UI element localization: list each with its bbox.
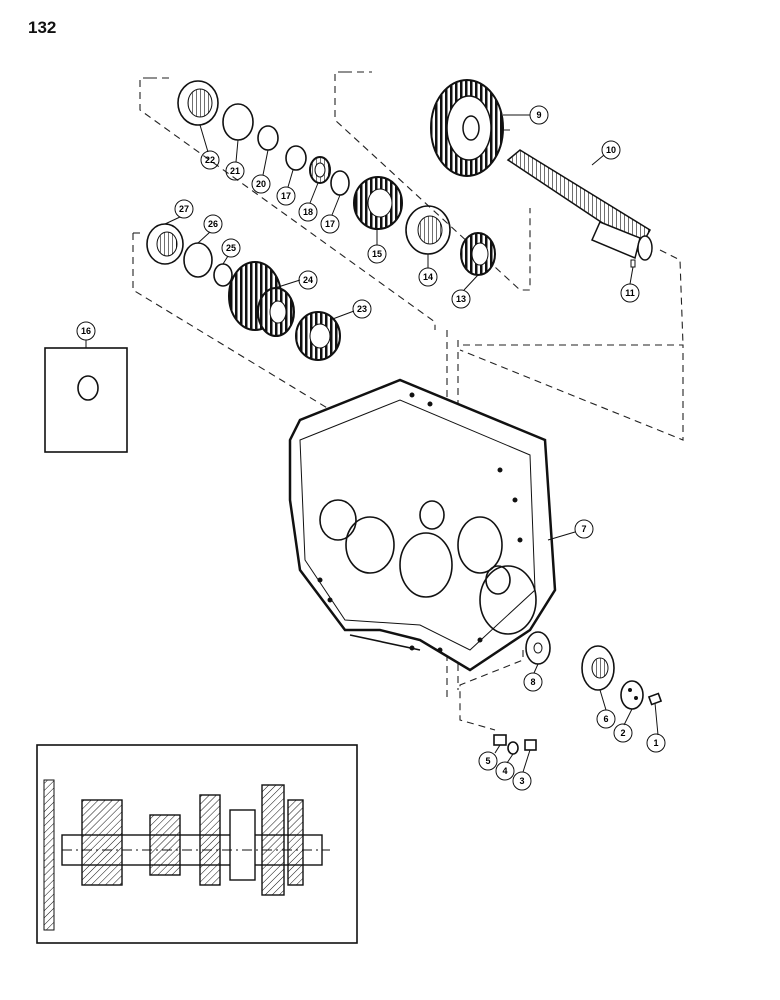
part-5-lock-plate xyxy=(493,734,507,746)
part-21-snap-ring xyxy=(222,103,254,141)
callout-17-upper: 17 xyxy=(276,186,296,206)
part-23-gear xyxy=(295,311,341,361)
callout-20: 20 xyxy=(251,174,271,194)
callout-2: 2 xyxy=(613,723,633,743)
callout-25: 25 xyxy=(221,238,241,258)
svg-text:16: 16 xyxy=(81,326,91,336)
svg-text:8: 8 xyxy=(530,677,535,687)
part-15-gear xyxy=(353,176,403,230)
callout-23: 23 xyxy=(352,299,372,319)
part-24-gear-cluster xyxy=(228,261,295,337)
sectional-view-inset xyxy=(36,744,358,944)
svg-text:17: 17 xyxy=(281,191,291,201)
part-3-bolt xyxy=(524,739,537,751)
callout-18: 18 xyxy=(298,202,318,222)
svg-text:20: 20 xyxy=(256,179,266,189)
callout-15: 15 xyxy=(367,244,387,264)
part-20-bushing xyxy=(257,125,279,151)
callout-22: 22 xyxy=(200,150,220,170)
inset-16-box xyxy=(44,347,128,453)
callout-16: 16 xyxy=(76,321,96,341)
svg-text:10: 10 xyxy=(606,145,616,155)
part-14-coupler xyxy=(405,205,451,255)
part-7-housing xyxy=(288,378,557,672)
callout-4: 4 xyxy=(495,761,515,781)
callout-14: 14 xyxy=(418,267,438,287)
part-18-needle-bearing xyxy=(309,156,331,184)
callout-17-lower: 17 xyxy=(320,214,340,234)
callout-9: 9 xyxy=(529,105,549,125)
svg-text:21: 21 xyxy=(230,166,240,176)
svg-text:17: 17 xyxy=(325,219,335,229)
svg-text:2: 2 xyxy=(620,728,625,738)
part-17-washer-lower xyxy=(330,170,350,196)
callout-6: 6 xyxy=(596,709,616,729)
svg-text:13: 13 xyxy=(456,294,466,304)
svg-text:4: 4 xyxy=(502,766,507,776)
part-25-bushing xyxy=(213,263,233,287)
callout-1: 1 xyxy=(646,733,666,753)
svg-text:7: 7 xyxy=(581,524,586,534)
part-13-gear xyxy=(460,232,496,276)
callout-24: 24 xyxy=(298,270,318,290)
part-26-snap-ring xyxy=(183,242,213,278)
part-17-washer-upper xyxy=(285,145,307,171)
part-9-large-gear xyxy=(430,79,504,177)
svg-text:22: 22 xyxy=(205,155,215,165)
svg-text:24: 24 xyxy=(303,275,313,285)
svg-text:6: 6 xyxy=(603,714,608,724)
part-8-washer xyxy=(525,631,551,665)
svg-text:1: 1 xyxy=(653,738,658,748)
svg-text:14: 14 xyxy=(423,272,433,282)
callout-27: 27 xyxy=(174,199,194,219)
callout-3: 3 xyxy=(512,771,532,791)
callout-8: 8 xyxy=(523,672,543,692)
callout-21: 21 xyxy=(225,161,245,181)
callout-7: 7 xyxy=(574,519,594,539)
svg-text:9: 9 xyxy=(536,110,541,120)
part-6-seal-cap xyxy=(581,645,615,691)
part-27-bearing xyxy=(146,223,184,265)
part-2-plate xyxy=(620,680,644,710)
svg-text:26: 26 xyxy=(208,219,218,229)
part-1-screw xyxy=(647,692,663,706)
page-number: 132 xyxy=(28,18,57,37)
part-22-bearing xyxy=(177,80,219,126)
svg-text:27: 27 xyxy=(179,204,189,214)
callout-11: 11 xyxy=(620,283,640,303)
svg-text:25: 25 xyxy=(226,243,236,253)
callout-13: 13 xyxy=(451,289,471,309)
svg-text:15: 15 xyxy=(372,249,382,259)
part-4-washer-nut xyxy=(507,741,519,755)
callout-10: 10 xyxy=(601,140,621,160)
svg-text:11: 11 xyxy=(625,288,635,298)
callout-5: 5 xyxy=(478,751,498,771)
svg-text:3: 3 xyxy=(519,776,524,786)
leader-lines xyxy=(85,114,659,773)
part-10-main-shaft xyxy=(506,149,653,261)
part-11-pin xyxy=(630,259,636,268)
svg-text:5: 5 xyxy=(485,756,490,766)
svg-text:18: 18 xyxy=(303,207,313,217)
callout-26: 26 xyxy=(203,214,223,234)
svg-text:23: 23 xyxy=(357,304,367,314)
